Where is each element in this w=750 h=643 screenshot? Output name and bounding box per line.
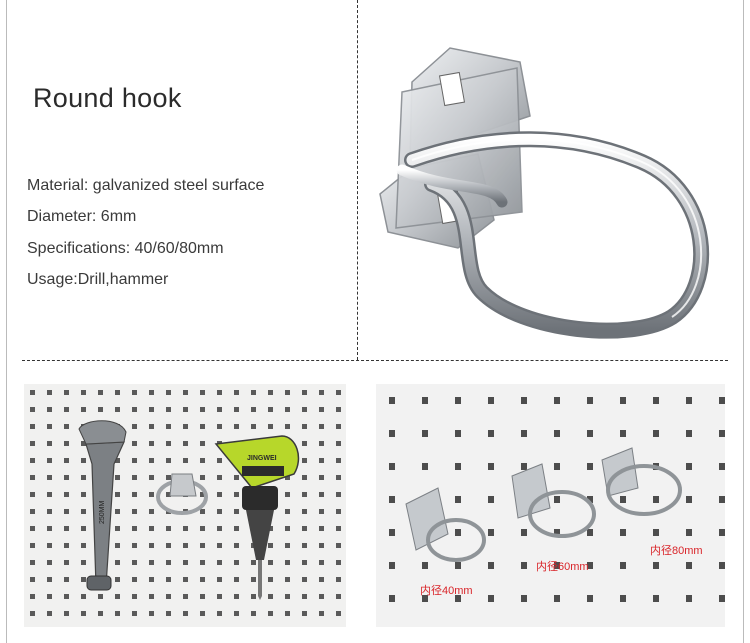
round-hook-image — [379, 47, 710, 339]
spec-usage: Usage:Drill,hammer — [27, 271, 169, 288]
label-60mm: 内径60mm — [536, 561, 589, 573]
hook-sizes-photo: 内径40mm 内径60mm 内径80mm — [376, 384, 725, 627]
pegboard-tools-photo: 250MM JINGWEI — [24, 384, 346, 627]
hook-40mm — [405, 487, 486, 562]
vertical-divider — [357, 0, 358, 360]
wrench-text: 250MM — [99, 500, 106, 524]
drill-brand: JINGWEI — [247, 455, 277, 462]
frame-right-border — [743, 0, 744, 643]
wrench: 250MM — [78, 420, 127, 591]
product-title: Round hook — [33, 83, 182, 113]
drill: JINGWEI — [214, 435, 300, 600]
spec-material: Material: galvanized steel surface — [27, 177, 265, 194]
label-80mm: 内径80mm — [650, 545, 703, 557]
spec-diameter: Diameter: 6mm — [27, 208, 137, 225]
small-round-hook — [156, 473, 208, 515]
horizontal-divider — [22, 360, 728, 361]
spec-specifications: Specifications: 40/60/80mm — [27, 240, 224, 257]
pegboard-hooks — [376, 384, 725, 627]
hook-60mm — [511, 463, 596, 538]
hook-80mm — [601, 447, 682, 516]
frame-left-border — [6, 0, 7, 643]
label-40mm: 内径40mm — [420, 585, 473, 597]
